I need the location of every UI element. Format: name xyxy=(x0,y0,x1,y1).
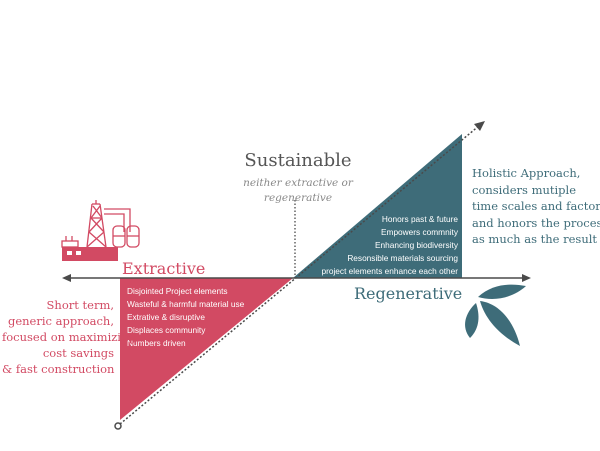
regenerative-trait: Resonsible materials sourcing xyxy=(347,253,458,263)
sustainable-title: Sustainable xyxy=(244,150,352,171)
diagonal-start-circle xyxy=(114,422,122,430)
regenerative-triangle xyxy=(293,134,462,278)
regenerative-trait: Enhancing biodiversity xyxy=(374,240,458,250)
sustainable-subtitle: neither extractive or regenerative xyxy=(228,176,368,206)
extractive-trait: Numbers driven xyxy=(127,338,186,348)
regenerative-trait: project elements enhance each other xyxy=(321,266,458,276)
extractive-note-line: focused on maximizing xyxy=(2,330,136,344)
regenerative-note: Holistic Approach, considers mutiple tim… xyxy=(472,165,600,248)
axis-arrow-left-icon xyxy=(62,274,71,282)
regenerative-traits-list: Honors past & future Empowers commnity E… xyxy=(300,213,458,278)
axis-arrow-right-icon xyxy=(522,274,531,282)
regenerative-trait: Empowers commnity xyxy=(381,227,458,237)
sustainable-subtitle-line: neither extractive or xyxy=(243,177,353,189)
factory-icon xyxy=(61,200,140,261)
extractive-note-line: cost savings xyxy=(42,346,114,360)
regenerative-label: Regenerative xyxy=(354,284,463,303)
extractive-triangle xyxy=(120,278,293,420)
regenerative-note-line: and honors the process xyxy=(472,215,600,230)
extractive-trait: Disjointed Project elements xyxy=(127,286,228,296)
extractive-note: Short term, generic approach, focused on… xyxy=(2,297,136,377)
extractive-note-line: generic approach, xyxy=(7,314,114,328)
diagonal-trend-line xyxy=(119,124,481,425)
diagonal-arrow-icon xyxy=(474,121,485,131)
regenerative-note-line: considers mutiple xyxy=(472,182,577,197)
extractive-note-line: & fast construction xyxy=(2,362,115,376)
regenerative-note-line: as much as the result xyxy=(472,232,598,246)
regenerative-trait: Honors past & future xyxy=(381,214,458,224)
extractive-trait: Displaces community xyxy=(127,325,206,335)
regenerative-note-line: Holistic Approach, xyxy=(472,166,581,180)
extractive-traits-list: Disjointed Project elements Wasteful & h… xyxy=(127,285,244,350)
extractive-trait: Extrative & disruptive xyxy=(127,312,205,322)
regenerative-note-line: time scales and factors xyxy=(472,199,600,213)
sustainable-subtitle-line: regenerative xyxy=(263,192,333,204)
extractive-note-line: Short term, xyxy=(46,298,114,312)
extractive-trait: Wasteful & harmful material use xyxy=(127,299,245,309)
leaves-icon xyxy=(465,284,526,346)
extractive-label: Extractive xyxy=(122,259,206,278)
